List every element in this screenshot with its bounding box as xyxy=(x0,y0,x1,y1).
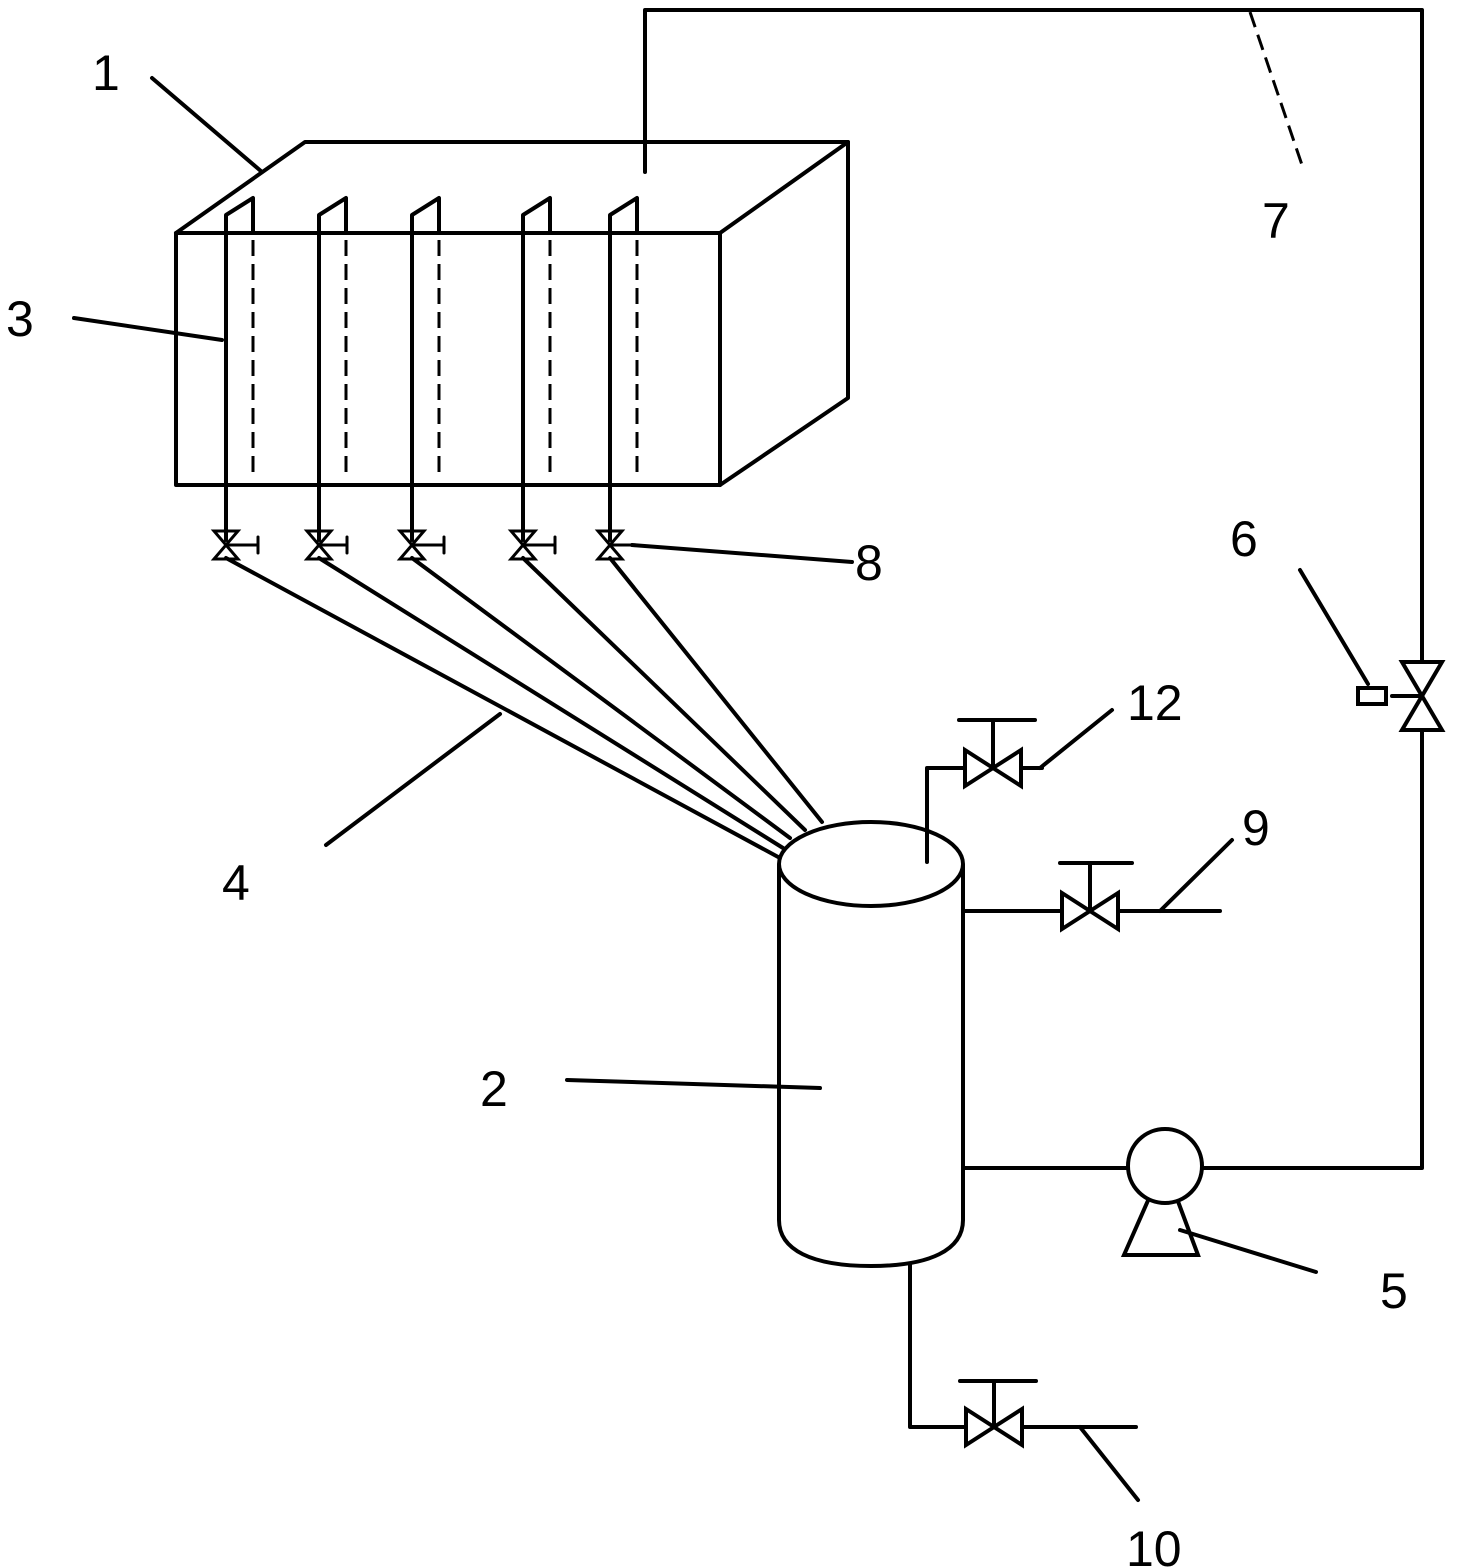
bottom-drain-valve[interactable] xyxy=(958,1379,1038,1449)
return-line xyxy=(643,8,1424,664)
label-control-valve: 6 xyxy=(1230,511,1258,567)
connecting-pipes xyxy=(224,556,824,860)
leader-lines xyxy=(72,11,1370,1502)
pump[interactable] xyxy=(1120,1127,1204,1257)
branch-valve-5[interactable] xyxy=(594,529,634,561)
labels: 1 3 4 2 5 6 7 8 9 10 12 xyxy=(6,45,1408,1568)
label-side-outlet: 9 xyxy=(1242,800,1270,856)
top-vent-valve[interactable] xyxy=(957,718,1037,790)
internal-pipe-1 xyxy=(224,196,255,542)
internal-pipe-4 xyxy=(521,196,552,542)
tank-box xyxy=(174,140,850,487)
label-top-vent: 12 xyxy=(1127,675,1183,731)
branch-valve-3[interactable] xyxy=(396,529,446,561)
internal-pipe-5 xyxy=(608,196,639,542)
label-pipes-in-tank: 3 xyxy=(6,291,34,347)
control-valve[interactable] xyxy=(1356,660,1446,732)
collector-vessel xyxy=(777,820,965,1268)
label-connecting-pipes: 4 xyxy=(222,855,250,911)
branch-valves[interactable] xyxy=(210,529,634,561)
internal-pipe-2 xyxy=(317,196,348,542)
internal-pipe-3 xyxy=(410,196,441,542)
label-collector: 2 xyxy=(480,1061,508,1117)
branch-valve-4[interactable] xyxy=(507,529,557,561)
label-return-line: 7 xyxy=(1262,193,1290,249)
label-tank: 1 xyxy=(92,45,120,101)
tank-internal-pipes xyxy=(224,196,639,542)
label-branch-valves: 8 xyxy=(855,535,883,591)
pump-line xyxy=(961,728,1424,1170)
label-pump: 5 xyxy=(1380,1263,1408,1319)
side-outlet-valve[interactable] xyxy=(1058,861,1134,933)
label-bottom-drain: 10 xyxy=(1126,1521,1182,1568)
branch-valve-2[interactable] xyxy=(303,529,349,561)
branch-valve-1[interactable] xyxy=(210,529,260,561)
bottom-drain-line xyxy=(908,1262,1138,1429)
